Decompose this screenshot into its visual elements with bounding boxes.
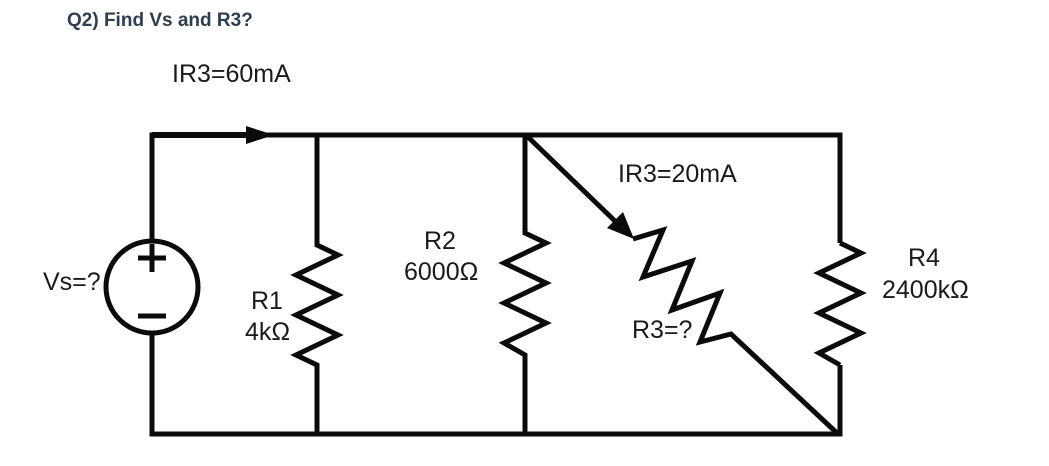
label-r4-value: 2400kΩ xyxy=(882,276,969,304)
label-source-current: IR3=60mA xyxy=(172,60,291,88)
label-r2-value: 6000Ω xyxy=(404,258,479,286)
resistor-r3 xyxy=(632,226,840,436)
resistor-r2 xyxy=(498,135,552,434)
plus-sign xyxy=(138,244,166,272)
label-r1-name: R1 xyxy=(251,287,283,315)
label-voltage-source: Vs=? xyxy=(43,268,101,296)
label-r1-value: 4kΩ xyxy=(245,318,291,346)
label-r3-name: R3=? xyxy=(632,316,693,344)
r3-current-arrow-shaft xyxy=(526,135,619,225)
source-current-arrow-head xyxy=(246,126,274,144)
r3-current-arrow-head xyxy=(607,212,634,239)
voltage-source-circle xyxy=(103,238,201,336)
question-title: Q2) Find Vs and R3? xyxy=(67,10,253,31)
label-r4-name: R4 xyxy=(908,244,940,272)
top-rail-wire xyxy=(149,132,843,243)
resistor-r1 xyxy=(290,135,344,434)
bottom-rail-wire xyxy=(149,333,843,437)
label-r3-current: IR3=20mA xyxy=(618,160,737,188)
label-r2-name: R2 xyxy=(424,227,456,255)
resistor-r4 xyxy=(813,240,867,368)
